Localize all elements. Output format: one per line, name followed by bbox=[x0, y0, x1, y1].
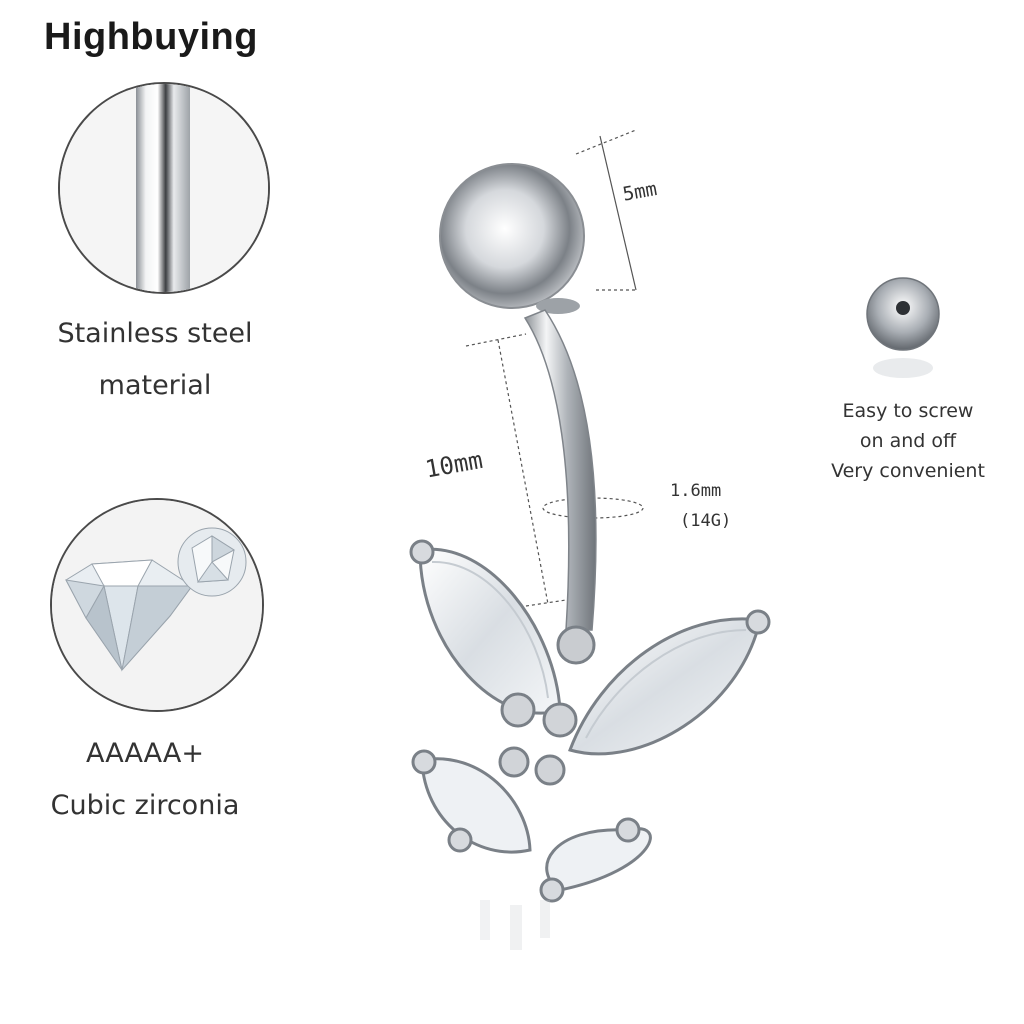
screw-ball-image bbox=[866, 277, 940, 378]
top-ball-icon bbox=[439, 163, 585, 309]
steel-closeup-image bbox=[58, 82, 270, 294]
zirconia-caption: AAAAA+ Cubic zirconia bbox=[30, 728, 260, 832]
zirconia-caption-line2: Cubic zirconia bbox=[50, 790, 240, 821]
small-gem-icon bbox=[177, 527, 247, 597]
thickness-label: 1.6mm bbox=[670, 481, 722, 501]
steel-caption-line2: material bbox=[98, 370, 212, 401]
gem-illustration bbox=[52, 500, 262, 710]
reflection bbox=[480, 900, 550, 950]
butterfly-charm-icon bbox=[409, 539, 771, 903]
brand-watermark: Highbuying bbox=[44, 16, 258, 58]
dimension-lines bbox=[465, 129, 644, 607]
screw-feature-note: Easy to screw on and off Very convenient bbox=[808, 396, 1008, 486]
steel-bar-illustration bbox=[60, 84, 268, 292]
steel-caption: Stainless steel material bbox=[30, 308, 280, 412]
screw-note-line3: Very convenient bbox=[831, 460, 985, 482]
screw-note-line2: on and off bbox=[859, 430, 957, 452]
zirconia-caption-line1: AAAAA+ bbox=[86, 738, 204, 769]
belly-ring-product-image bbox=[409, 129, 771, 950]
zirconia-closeup-image bbox=[50, 498, 264, 712]
screw-note-line1: Easy to screw bbox=[842, 400, 974, 422]
gauge-label: (14G) bbox=[680, 511, 732, 531]
large-gem-icon bbox=[65, 559, 193, 672]
curved-bar-icon bbox=[523, 309, 597, 631]
steel-caption-line1: Stainless steel bbox=[57, 318, 253, 349]
